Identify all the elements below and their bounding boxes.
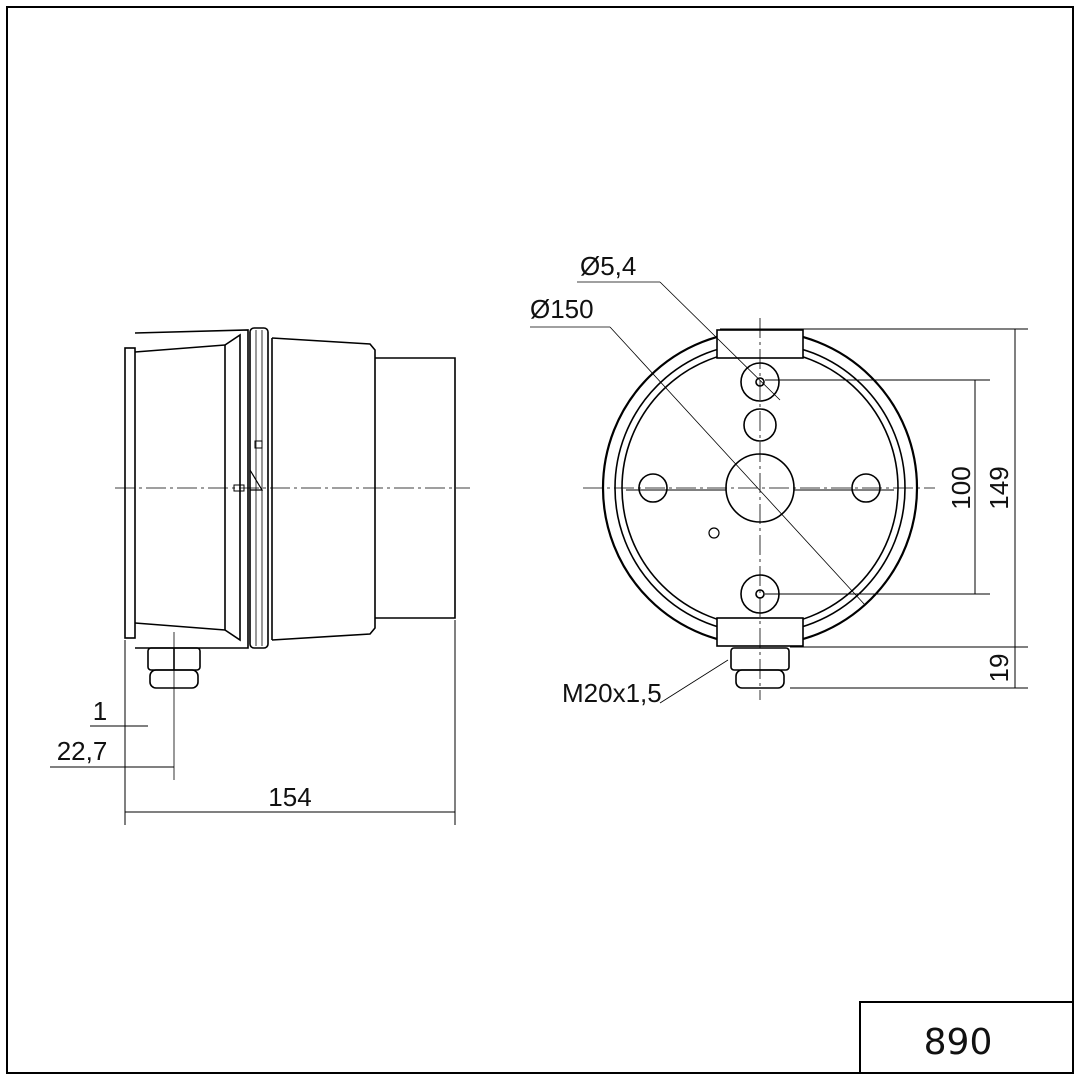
drawing-border [6, 6, 1074, 1074]
front-view-dimensions [720, 328, 1028, 689]
dim-overall-length: 154 [268, 782, 311, 812]
dim-overall-height: 149 [984, 466, 1014, 509]
side-view [115, 327, 470, 689]
dim-gland-thread: M20x1,5 [562, 678, 662, 708]
dim-hole-spacing: 100 [946, 466, 976, 509]
title-block: 890 [859, 1001, 1074, 1074]
dim-gland-height: 19 [984, 654, 1014, 683]
dim-flange-offset: 1 [93, 696, 107, 726]
drawing-number: 890 [924, 1022, 993, 1063]
side-view-dimensions [50, 620, 456, 825]
dim-hole-diameter: Ø5,4 [580, 251, 636, 281]
dim-housing-diameter: Ø150 [530, 294, 594, 324]
dim-gland-offset: 22,7 [57, 736, 108, 766]
front-view [530, 281, 935, 704]
